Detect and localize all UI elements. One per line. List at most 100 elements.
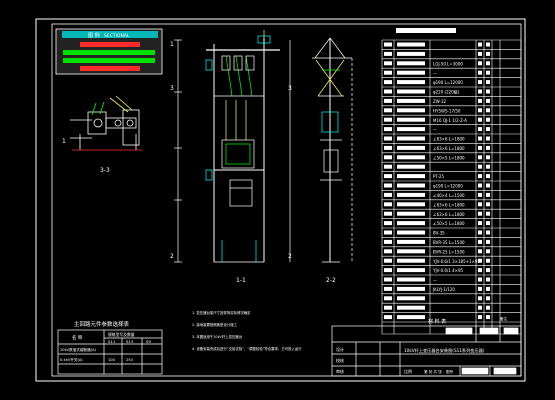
table-row-unit [478,268,482,273]
table-row-name [397,70,425,75]
note-4: 4. 设备安装完成后进行“交接试验”，“调整检验”符合要求，方可投入运行 [192,346,302,351]
table-row-index [384,42,392,47]
title-block [331,325,522,377]
table-row-name [397,136,425,141]
legend-bar-2 [63,50,155,55]
table-row-qty [486,192,490,197]
title-block-review: 审核 [336,368,344,374]
label-section-2-2: 2-2 [326,277,336,284]
table-row-qty [486,136,490,141]
table-row-qty [486,108,490,113]
table-row-index [384,155,392,160]
table-row-index [384,296,392,301]
table-row-name [397,296,425,301]
legend-label-right: SECTIONAL [104,33,130,39]
table-row-name [397,127,425,132]
view-3-3 [70,95,142,151]
table-row-qty [486,51,490,56]
table-row-index [384,70,392,75]
label-section-3-3: 3-3 [100,167,110,174]
table-row-name [397,192,425,197]
legend-bar-4 [80,66,140,71]
table-row-spec: LGJ-50 L=3000 [433,61,463,66]
table-row-index [384,315,392,320]
label-marker-3b: 3 [288,85,292,92]
view-1-1 [174,30,291,263]
table-row-name [397,145,425,150]
table-row-name [397,183,425,188]
table-row-name [397,80,425,85]
table-row-spec: ∠50×5 L=1800 [433,155,465,160]
table-row-qty [486,221,490,226]
table-row-index [384,164,392,169]
table-row-spec: ∠50×5 L=1800 [433,221,465,226]
table-row-index [384,61,392,66]
table-row-unit [478,108,482,113]
label-marker-2: 2 [170,253,174,260]
table-row-unit [478,296,482,301]
table-row-spec: HY5WS-17/50 [433,108,461,113]
table-row-spec: ZW-32 [433,99,447,104]
table-row-spec: M16 QJ-1 1/2-Z-A [433,118,467,123]
table-row-unit [478,136,482,141]
table-row-qty [486,239,490,244]
material-table: LGJ-50 L=3000 — φ190 L=12000 φ220 (220级) ZW-… [381,28,522,335]
table-row-name [397,108,425,113]
table-row-index [384,127,392,132]
table-row-name [397,202,425,207]
table-row-qty [486,249,490,254]
params-table-title: 主回路元件参数选择表 [74,320,130,328]
title-block-project: 10kV杆上变压器台安装图(S11系列变压器) [404,347,485,354]
table-row-spec: BVR-25 L=1500 [433,249,465,254]
table-row-index [384,221,392,226]
table-row-index [384,258,392,263]
table-row-index [384,108,392,113]
table-row-spec: ∠40×4 L=1500 [433,193,465,198]
table-row-index [384,174,392,179]
table-row-name [397,305,425,310]
table-row-spec: φ220 (220级) [433,89,460,95]
table-row-spec: YJV-0.6/1 4×95 [432,268,464,273]
table-row-name [397,51,425,56]
table-row-qty [486,277,490,282]
table-row-unit [478,258,482,263]
table-row-spec: ∠63×6 L=1800 [433,202,465,207]
params-table [57,329,163,375]
table-row-unit [478,183,482,188]
table-row-name [397,230,425,235]
table-row-name [397,268,425,273]
table-row-qty [486,80,490,85]
table-row-qty [486,286,490,291]
label-marker-1: 1 [170,41,174,48]
label-marker-3a: 3 [170,85,174,92]
table-row-unit [478,155,482,160]
table-row-spec: BV-35 [433,231,445,236]
table-row-index [384,117,392,122]
table-row-unit [478,89,482,94]
table-row-qty [486,89,490,94]
note-1: 1. 变压器台架尺寸按现场实际情况确定 [192,310,251,315]
table-row-name [397,286,425,291]
table-row-qty [486,164,490,169]
table-row-name [397,174,425,179]
table-row-unit [478,239,482,244]
legend-header-bar [62,31,158,38]
table-row-index [384,89,392,94]
table-row-unit [478,286,482,291]
legend-box: 图 例 SECTIONAL [55,28,163,75]
params-row-2-name: 0.4kV开关(A) [60,357,83,362]
table-row-name [397,164,425,169]
table-row-index [384,268,392,273]
table-row-unit [478,221,482,226]
table-row-spec: PT-25 [433,174,444,179]
table-row-unit [478,61,482,66]
table-row-index [384,230,392,235]
table-row-unit [478,249,482,254]
table-row-name [397,239,425,244]
table-row-index [384,183,392,188]
params-col-name: 名 称 [72,334,83,341]
table-row-spec: — [433,278,437,283]
table-row-qty [486,202,490,207]
table-row-spec: φ190 L=12000 [433,184,463,189]
